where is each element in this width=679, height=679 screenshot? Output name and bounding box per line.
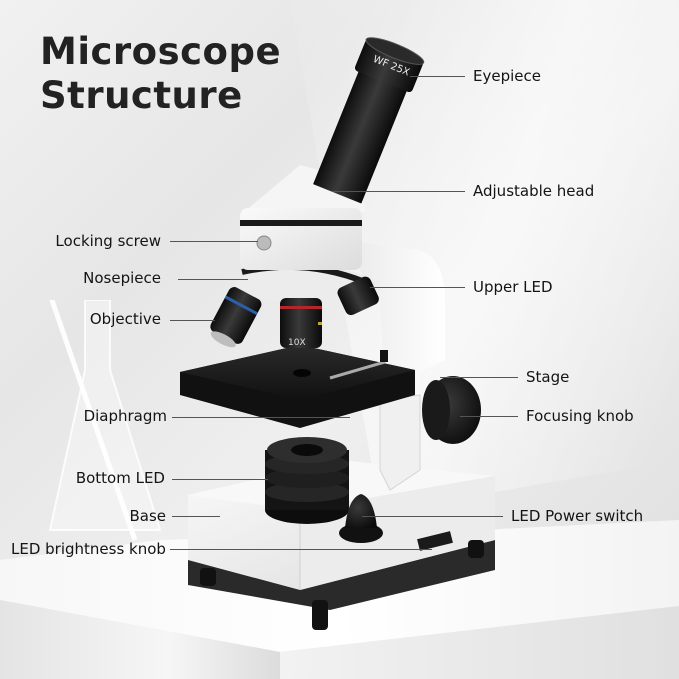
- label-nosepiece: Nosepiece: [83, 269, 161, 287]
- arm: [340, 240, 445, 491]
- eyepiece-tube: WF 25X: [313, 37, 425, 204]
- title-line-2: Structure: [40, 74, 243, 117]
- base-leader-line: [172, 516, 220, 517]
- led-power-switch-leader-line: [362, 516, 503, 517]
- label-eyepiece: Eyepiece: [473, 67, 541, 85]
- upper-led-leader-line: [370, 287, 465, 288]
- label-adjustable-head: Adjustable head: [473, 182, 595, 200]
- label-focusing-knob: Focusing knob: [526, 407, 634, 425]
- page-title: Microscope Structure: [40, 30, 281, 118]
- label-base: Base: [129, 507, 166, 525]
- stage-leader-line: [440, 377, 518, 378]
- diaphragm-leader-line: [172, 417, 350, 418]
- label-locking-screw: Locking screw: [55, 232, 161, 250]
- title-line-1: Microscope: [40, 30, 282, 73]
- label-led-power-switch: LED Power switch: [511, 507, 644, 525]
- objective-leader-line: [170, 320, 215, 321]
- bottom-led: [265, 437, 349, 524]
- label-upper-led: Upper LED: [473, 278, 553, 296]
- nosepiece-leader-line: [178, 279, 248, 280]
- label-objective: Objective: [89, 310, 161, 328]
- label-led-brightness-knob: LED brightness knob: [11, 540, 166, 558]
- stage: [180, 345, 415, 428]
- flask-background-icon: [48, 300, 162, 541]
- led-brightness-knob-leader-line: [170, 549, 432, 550]
- label-bottom-led: Bottom LED: [75, 469, 165, 487]
- label-stage: Stage: [526, 368, 570, 386]
- objective-marking: 10X: [288, 338, 306, 348]
- label-diaphragm: Diaphragm: [83, 407, 167, 425]
- locking-screw-leader-line: [170, 241, 258, 242]
- focusing-knob: [422, 376, 481, 444]
- adjustable-head-leader-line: [332, 191, 465, 192]
- eyepiece-leader-line: [410, 76, 465, 77]
- bottom-led-leader-line: [172, 479, 268, 480]
- focusing-knob-leader-line: [460, 416, 518, 417]
- brightness-knob: [339, 494, 383, 543]
